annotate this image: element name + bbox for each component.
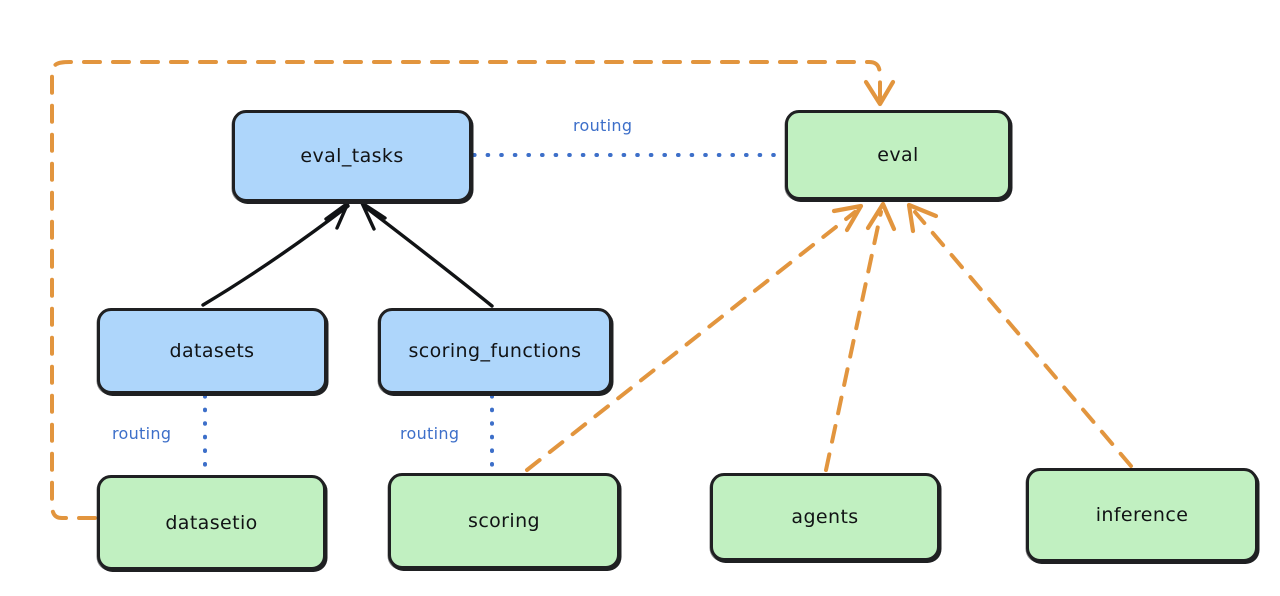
node-scoring-label: scoring: [468, 510, 540, 532]
edge-label-routing-middle: routing: [400, 424, 460, 443]
edge-agents-to-eval-dependency: [824, 201, 897, 472]
node-inference[interactable]: inference: [1026, 468, 1258, 562]
edge-label-routing-left: routing: [112, 424, 172, 443]
node-agents-label: agents: [791, 506, 859, 528]
edge-label-routing-top: routing: [573, 116, 633, 135]
node-scoring[interactable]: scoring: [388, 473, 620, 569]
node-agents[interactable]: agents: [710, 473, 940, 561]
node-eval[interactable]: eval: [785, 110, 1011, 200]
node-datasetio-label: datasetio: [165, 511, 258, 534]
edge-scoring-functions-to-eval-tasks: [360, 201, 494, 308]
node-scoring-functions[interactable]: scoring_functions: [378, 308, 612, 394]
edge-datasetio-to-eval-dependency: [50, 60, 896, 520]
edge-inference-to-eval-dependency: [906, 202, 1133, 468]
node-inference-label: inference: [1095, 504, 1189, 526]
node-eval-tasks[interactable]: eval_tasks: [232, 110, 472, 202]
node-datasetio[interactable]: datasetio: [97, 475, 326, 570]
edge-datasets-to-eval-tasks: [201, 201, 350, 307]
node-eval-label: eval: [877, 144, 919, 166]
node-datasets[interactable]: datasets: [97, 308, 327, 394]
node-datasets-label: datasets: [169, 340, 255, 362]
node-eval-tasks-label: eval_tasks: [300, 145, 404, 167]
node-scoring-functions-label: scoring_functions: [408, 340, 582, 362]
